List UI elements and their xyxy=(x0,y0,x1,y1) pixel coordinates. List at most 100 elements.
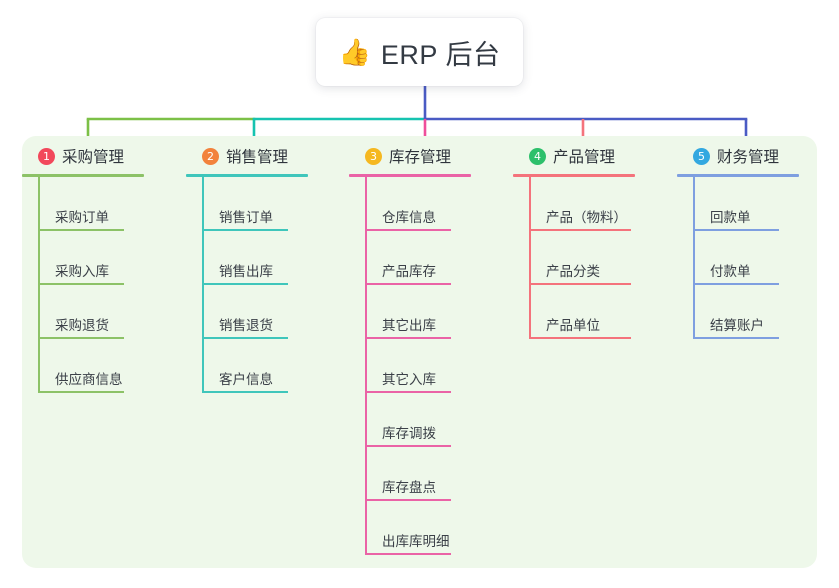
leaf-item-underline xyxy=(38,229,124,231)
branch-column: 5 财务管理回款单付款单结算账户 xyxy=(677,144,799,339)
leaf-item[interactable]: 采购退货 xyxy=(38,285,144,339)
leaf-item-label: 库存调拨 xyxy=(382,426,436,441)
leaf-item-label: 结算账户 xyxy=(710,318,764,333)
leaf-item-underline xyxy=(693,229,779,231)
branch-header-2[interactable]: 2 销售管理 xyxy=(186,144,308,168)
leaf-item-underline xyxy=(202,229,288,231)
leaf-item-label: 出库库明细 xyxy=(382,534,450,549)
leaf-item[interactable]: 产品库存 xyxy=(365,231,471,285)
leaf-item-label: 付款单 xyxy=(710,264,751,279)
leaf-item-underline xyxy=(529,229,631,231)
branch-title: 产品管理 xyxy=(553,149,616,166)
leaf-item-label: 库存盘点 xyxy=(382,480,436,495)
leaf-item-underline xyxy=(202,391,288,393)
leaf-item-underline xyxy=(365,553,451,555)
branch-column: 1 采购管理采购订单采购入库采购退货供应商信息 xyxy=(22,144,144,393)
leaf-item-label: 产品单位 xyxy=(546,318,600,333)
thumbs-up-icon: 👍 xyxy=(338,37,371,67)
branch-number-badge: 2 xyxy=(202,147,219,165)
leaf-item[interactable]: 采购订单 xyxy=(38,177,144,231)
branch-number-badge: 3 xyxy=(365,147,382,165)
branch-column: 3 库存管理仓库信息产品库存其它出库其它入库库存调拨库存盘点出库库明细 xyxy=(349,144,471,555)
branch-leaf-list: 仓库信息产品库存其它出库其它入库库存调拨库存盘点出库库明细 xyxy=(365,177,471,555)
branch-title: 采购管理 xyxy=(62,149,125,166)
branch-title: 库存管理 xyxy=(389,149,452,166)
leaf-item-underline xyxy=(365,229,451,231)
branch-title: 销售管理 xyxy=(226,149,289,166)
leaf-item[interactable]: 采购入库 xyxy=(38,231,144,285)
leaf-item-label: 采购退货 xyxy=(55,318,109,333)
leaf-item[interactable]: 客户信息 xyxy=(202,339,308,393)
leaf-item[interactable]: 结算账户 xyxy=(693,285,799,339)
leaf-item-label: 供应商信息 xyxy=(55,372,123,387)
leaf-item[interactable]: 产品分类 xyxy=(529,231,635,285)
leaf-item-underline xyxy=(202,283,288,285)
branch-title: 财务管理 xyxy=(717,149,780,166)
branch-spine xyxy=(529,177,531,339)
branch-leaf-list: 采购订单采购入库采购退货供应商信息 xyxy=(38,177,144,393)
branch-leaf-list: 销售订单销售出库销售退货客户信息 xyxy=(202,177,308,393)
branch-spine xyxy=(693,177,695,339)
leaf-item-underline xyxy=(365,499,451,501)
branch-header-3[interactable]: 3 库存管理 xyxy=(349,144,471,168)
leaf-item-label: 其它出库 xyxy=(382,318,436,333)
leaf-item-label: 销售退货 xyxy=(219,318,273,333)
branch-number-badge: 1 xyxy=(38,147,55,165)
leaf-item-label: 产品（物料） xyxy=(546,210,627,225)
branch-number-badge: 4 xyxy=(529,147,546,165)
leaf-item-label: 产品库存 xyxy=(382,264,436,279)
leaf-item[interactable]: 库存调拨 xyxy=(365,393,471,447)
leaf-item[interactable]: 产品单位 xyxy=(529,285,635,339)
branch-columns: 1 采购管理采购订单采购入库采购退货供应商信息 2 销售管理销售订单销售出库销售退货客… xyxy=(22,136,817,568)
branch-header-5[interactable]: 5 财务管理 xyxy=(677,144,799,168)
branch-underline xyxy=(349,174,471,177)
leaf-item[interactable]: 回款单 xyxy=(693,177,799,231)
leaf-item[interactable]: 其它出库 xyxy=(365,285,471,339)
leaf-item[interactable]: 产品（物料） xyxy=(529,177,635,231)
branch-spine xyxy=(365,177,367,555)
leaf-item-underline xyxy=(38,391,124,393)
leaf-item-underline xyxy=(365,391,451,393)
leaf-item-underline xyxy=(365,337,451,339)
leaf-item[interactable]: 销售退货 xyxy=(202,285,308,339)
leaf-item[interactable]: 付款单 xyxy=(693,231,799,285)
leaf-item[interactable]: 出库库明细 xyxy=(365,501,471,555)
branch-leaf-list: 回款单付款单结算账户 xyxy=(693,177,799,339)
branch-underline xyxy=(677,174,799,177)
root-title: ERP 后台 xyxy=(380,39,501,70)
leaf-item-underline xyxy=(529,337,631,339)
leaf-item[interactable]: 销售出库 xyxy=(202,231,308,285)
branch-header-4[interactable]: 4 产品管理 xyxy=(513,144,635,168)
leaf-item-label: 采购入库 xyxy=(55,264,109,279)
leaf-item-underline xyxy=(38,283,124,285)
branch-leaf-list: 产品（物料） 产品分类产品单位 xyxy=(529,177,635,339)
leaf-item[interactable]: 其它入库 xyxy=(365,339,471,393)
branch-spine xyxy=(202,177,204,393)
leaf-item-label: 销售订单 xyxy=(219,210,273,225)
branch-underline xyxy=(22,174,144,177)
branch-number-badge: 5 xyxy=(693,147,710,165)
leaf-item-underline xyxy=(693,283,779,285)
leaf-item-underline xyxy=(365,445,451,447)
leaf-item-label: 客户信息 xyxy=(219,372,273,387)
leaf-item-label: 回款单 xyxy=(710,210,751,225)
leaf-item-underline xyxy=(365,283,451,285)
leaf-item-underline xyxy=(38,337,124,339)
root-node[interactable]: 👍 ERP 后台 xyxy=(316,18,523,86)
leaf-item-underline xyxy=(202,337,288,339)
branches-panel xyxy=(22,136,817,568)
leaf-item[interactable]: 仓库信息 xyxy=(365,177,471,231)
leaf-item[interactable]: 库存盘点 xyxy=(365,447,471,501)
leaf-item-underline xyxy=(529,283,631,285)
leaf-item-label: 采购订单 xyxy=(55,210,109,225)
leaf-item-label: 产品分类 xyxy=(546,264,600,279)
leaf-item[interactable]: 销售订单 xyxy=(202,177,308,231)
leaf-item-label: 其它入库 xyxy=(382,372,436,387)
branch-header-1[interactable]: 1 采购管理 xyxy=(22,144,144,168)
leaf-item-label: 仓库信息 xyxy=(382,210,436,225)
leaf-item[interactable]: 供应商信息 xyxy=(38,339,144,393)
branch-spine xyxy=(38,177,40,393)
branch-underline xyxy=(513,174,635,177)
branch-column: 4 产品管理产品（物料） 产品分类产品单位 xyxy=(513,144,635,339)
